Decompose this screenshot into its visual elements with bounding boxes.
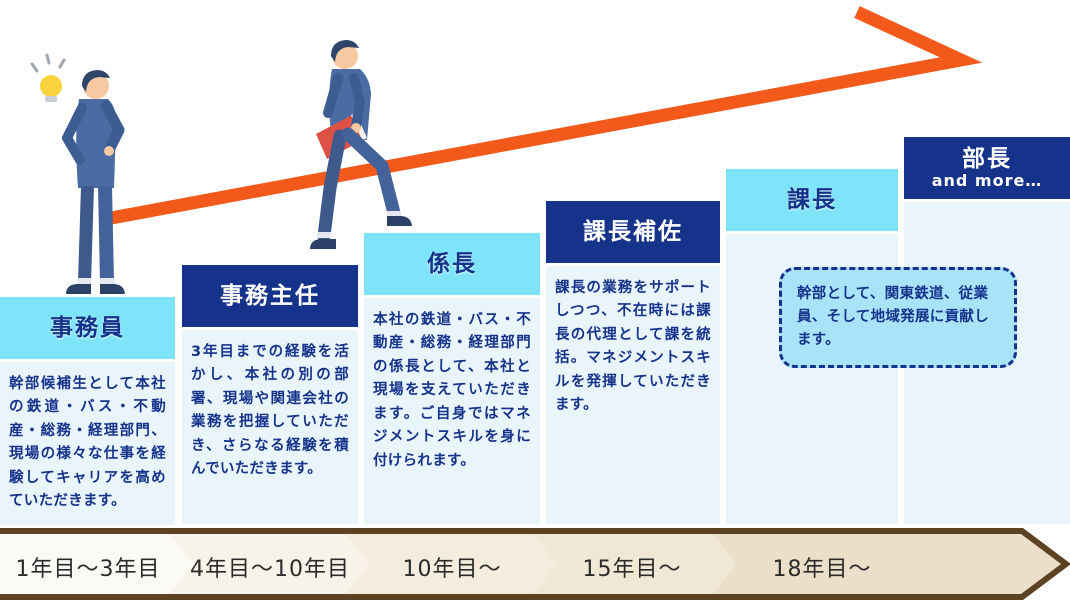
- step-title: 事務員: [50, 314, 125, 341]
- career-step-jimuin: 事務員 幹部候補生として本社の鉄道・バス・不動産・総務・経理部門、現場の様々な仕…: [0, 297, 175, 525]
- timeline-label-2: 4年目〜10年目: [190, 557, 350, 582]
- timeline-label-4: 15年目〜: [582, 557, 682, 582]
- step-description: 3年目までの経験を活かし、本社の別の部署、現場や関連会社の業務を把握していただき…: [182, 330, 358, 524]
- executive-callout: 幹部として、関東鉄道、従業員、そして地域発展に貢献します。: [779, 267, 1017, 368]
- lightbulb-icon: [30, 53, 66, 102]
- walking-person-illustration: [310, 40, 412, 249]
- step-header: 課長補佐: [546, 201, 720, 263]
- thinking-person-illustration: [30, 53, 125, 294]
- timeline-label-1: 1年目〜3年目: [15, 557, 161, 582]
- step-description: 幹部候補生として本社の鉄道・バス・不動産・総務・経理部門、現場の様々な仕事を経験…: [0, 362, 175, 525]
- step-title: 事務主任: [220, 282, 320, 309]
- timeline-arrow-band: [0, 528, 1070, 600]
- step-description: 課長の業務をサポートしつつ、不在時には課長の代理として課を統括。マネジメントスキ…: [546, 266, 720, 524]
- step-title: 部長: [962, 145, 1012, 172]
- career-step-kakaricho: 係長 本社の鉄道・バス・不動産・総務・経理部門の係長として、本社と現場を支えてい…: [364, 233, 540, 524]
- career-step-kachohosa: 課長補佐 課長の業務をサポートしつつ、不在時には課長の代理として課を統括。マネジ…: [546, 201, 720, 524]
- step-header: 事務員: [0, 297, 175, 359]
- step-header: 事務主任: [182, 265, 358, 327]
- timeline-label-3: 10年目〜: [402, 557, 502, 582]
- career-step-jimushunin: 事務主任 3年目までの経験を活かし、本社の別の部署、現場や関連会社の業務を把握し…: [182, 265, 358, 524]
- step-title: 係長: [427, 250, 477, 277]
- step-header: 部長 and more…: [904, 137, 1070, 199]
- red-book-icon: [316, 113, 367, 159]
- step-title: 課長: [787, 186, 837, 213]
- walking-businessman: [310, 40, 412, 249]
- step-header: 課長: [726, 169, 898, 231]
- timeline-label-5: 18年目〜: [772, 557, 872, 582]
- thinking-businessman: [62, 70, 125, 294]
- step-description: 本社の鉄道・バス・不動産・総務・経理部門の係長として、本社と現場を支えていただき…: [364, 298, 540, 524]
- step-header: 係長: [364, 233, 540, 295]
- step-subtitle: and more…: [931, 171, 1043, 191]
- step-title: 課長補佐: [583, 218, 683, 245]
